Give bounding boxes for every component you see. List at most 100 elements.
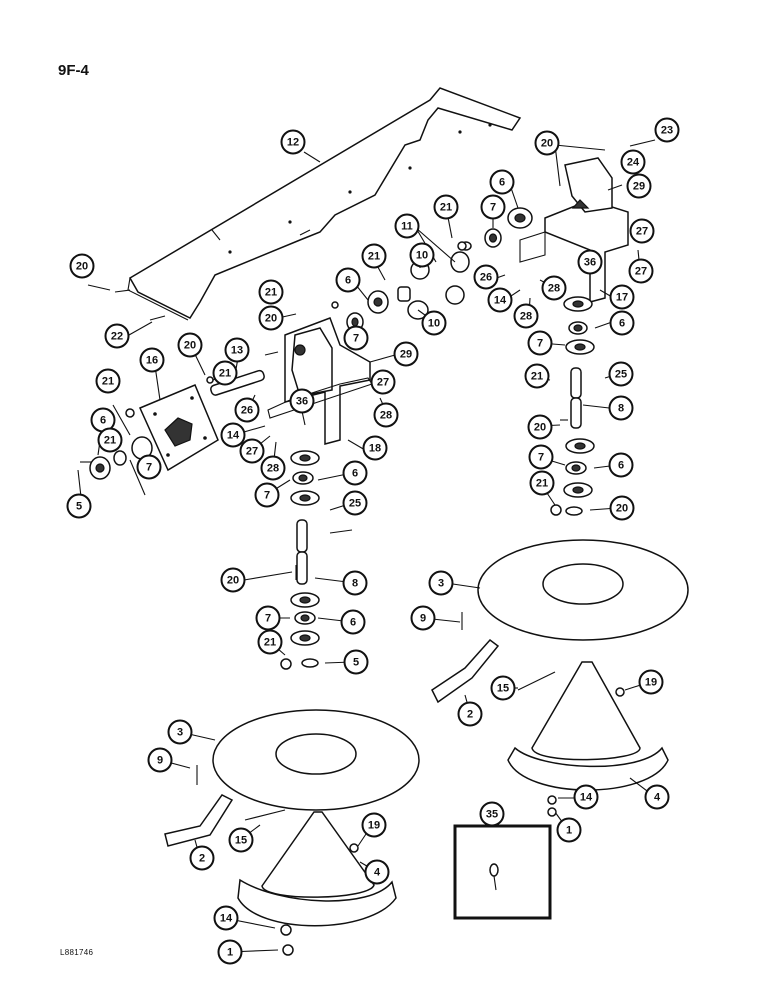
callout-16: 16 <box>139 347 165 373</box>
callout-7: 7 <box>528 444 554 470</box>
callout-label: 4 <box>374 867 381 879</box>
callout-label: 29 <box>633 181 645 193</box>
callout-5: 5 <box>66 493 92 519</box>
callout-4: 4 <box>644 784 670 810</box>
callout-label: 21 <box>104 435 116 447</box>
bearings-and-gears <box>89 207 595 668</box>
callout-label: 2 <box>467 709 473 721</box>
callout-27: 27 <box>239 438 265 464</box>
spreader-discs <box>212 539 689 811</box>
callout-label: 27 <box>635 266 647 278</box>
callout-label: 3 <box>438 578 444 590</box>
callout-label: 9 <box>420 613 426 625</box>
callout-label: 17 <box>616 292 628 304</box>
callout-label: 21 <box>219 368 231 380</box>
callout-1: 1 <box>556 817 582 843</box>
callout-label: 21 <box>368 251 380 263</box>
callout-label: 15 <box>235 835 247 847</box>
callout-29: 29 <box>393 341 419 367</box>
callout-2: 2 <box>189 845 215 871</box>
callout-label: 21 <box>531 371 543 383</box>
callout-27: 27 <box>628 258 654 284</box>
callout-6: 6 <box>335 267 361 293</box>
callout-13: 13 <box>224 337 250 363</box>
callout-21: 21 <box>97 427 123 453</box>
callout-label: 36 <box>296 396 308 408</box>
callout-label: 7 <box>490 202 496 214</box>
callout-label: 14 <box>220 913 233 925</box>
callout-26: 26 <box>473 264 499 290</box>
callout-27: 27 <box>370 369 396 395</box>
callout-label: 21 <box>102 376 114 388</box>
callout-label: 14 <box>227 430 240 442</box>
callout-label: 3 <box>177 727 183 739</box>
cover-plate <box>127 87 522 321</box>
callout-21: 21 <box>258 279 284 305</box>
callout-label: 6 <box>352 468 358 480</box>
callout-22: 22 <box>104 323 130 349</box>
callout-36: 36 <box>577 249 603 275</box>
callout-36: 36 <box>289 388 315 414</box>
callout-20: 20 <box>527 414 553 440</box>
callout-label: 35 <box>486 809 498 821</box>
callout-11: 11 <box>394 213 420 239</box>
callout-label: 20 <box>265 313 277 325</box>
callout-6: 6 <box>609 310 635 336</box>
callout-4: 4 <box>364 859 390 885</box>
inset-box <box>453 824 552 920</box>
callout-21: 21 <box>212 360 238 386</box>
callout-29: 29 <box>626 173 652 199</box>
callout-25: 25 <box>608 361 634 387</box>
callout-28: 28 <box>513 303 539 329</box>
callout-3: 3 <box>167 719 193 745</box>
callout-label: 20 <box>541 138 553 150</box>
callout-label: 7 <box>538 452 544 464</box>
callout-label: 10 <box>416 250 428 262</box>
callout-label: 6 <box>345 275 351 287</box>
callout-label: 13 <box>231 345 243 357</box>
callout-6: 6 <box>342 460 368 486</box>
callout-label: 1 <box>227 947 233 959</box>
callout-label: 29 <box>400 349 412 361</box>
callout-20: 20 <box>609 495 635 521</box>
callout-19: 19 <box>638 669 664 695</box>
callout-label: 12 <box>287 137 299 149</box>
left-mount-plate <box>138 384 219 472</box>
callout-20: 20 <box>534 130 560 156</box>
callout-label: 14 <box>580 792 593 804</box>
callout-10: 10 <box>421 310 447 336</box>
callout-label: 21 <box>264 637 276 649</box>
figure-id: L881746 <box>60 948 94 957</box>
callout-label: 7 <box>146 462 152 474</box>
callout-7: 7 <box>254 482 280 508</box>
callout-label: 27 <box>636 226 648 238</box>
callout-26: 26 <box>234 397 260 423</box>
callout-21: 21 <box>361 243 387 269</box>
callout-label: 36 <box>584 257 596 269</box>
callout-label: 26 <box>480 272 492 284</box>
callout-27: 27 <box>629 218 655 244</box>
callout-label: 28 <box>520 311 532 323</box>
callout-1: 1 <box>217 939 243 965</box>
callout-19: 19 <box>361 812 387 838</box>
callout-label: 6 <box>619 318 625 330</box>
callout-14: 14 <box>573 784 599 810</box>
callout-label: 5 <box>76 501 82 513</box>
callout-8: 8 <box>342 570 368 596</box>
callout-label: 7 <box>265 613 271 625</box>
callout-8: 8 <box>608 395 634 421</box>
callout-label: 16 <box>146 355 158 367</box>
callout-label: 10 <box>428 318 440 330</box>
callout-label: 4 <box>654 792 661 804</box>
callout-label: 6 <box>100 415 106 427</box>
hardware-nuts <box>125 241 625 956</box>
callout-7: 7 <box>480 194 506 220</box>
callout-24: 24 <box>620 149 646 175</box>
callout-6: 6 <box>489 169 515 195</box>
callout-21: 21 <box>529 470 555 496</box>
callout-label: 20 <box>616 503 628 515</box>
bolts <box>80 184 623 821</box>
callout-5: 5 <box>343 649 369 675</box>
callout-14: 14 <box>487 287 513 313</box>
